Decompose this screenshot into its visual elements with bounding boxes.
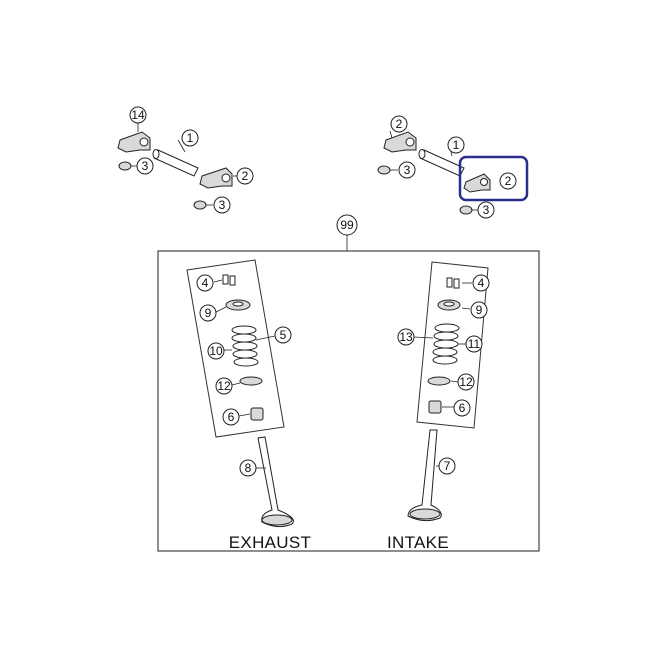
callout-3-left-lower: 3 bbox=[213, 196, 231, 214]
svg-text:12: 12 bbox=[217, 379, 231, 393]
svg-text:7: 7 bbox=[444, 459, 451, 473]
rocker-shaft-right bbox=[418, 149, 465, 177]
callout-3-right-upper: 3 bbox=[398, 161, 416, 179]
callout-11-intake: 11 bbox=[465, 335, 483, 353]
exhaust-caption: EXHAUST bbox=[229, 533, 311, 552]
rocker-arm-14 bbox=[117, 131, 151, 153]
exhaust-panel: 4 9 5 10 12 6 bbox=[186, 259, 292, 438]
callout-99: 99 bbox=[336, 214, 358, 251]
svg-text:1: 1 bbox=[187, 131, 194, 145]
cap-3-right-upper bbox=[377, 165, 391, 175]
rocker-arm-2-right-upper bbox=[383, 131, 417, 153]
exhaust-spring-seat bbox=[239, 376, 263, 386]
callout-3-right-lower: 3 bbox=[477, 201, 495, 219]
svg-text:1: 1 bbox=[453, 138, 460, 152]
rocker-arm-2-left bbox=[199, 167, 233, 189]
callout-2-left: 2 bbox=[236, 167, 254, 185]
svg-text:3: 3 bbox=[404, 163, 411, 177]
cap-3-left-lower bbox=[193, 200, 207, 210]
svg-text:4: 4 bbox=[202, 276, 209, 290]
callout-6-intake: 6 bbox=[453, 399, 471, 417]
intake-spring bbox=[432, 323, 460, 365]
callout-2-right-highlighted: 2 bbox=[499, 172, 517, 190]
svg-text:9: 9 bbox=[205, 306, 212, 320]
intake-panel: 4 9 13 11 12 6 bbox=[397, 261, 490, 429]
right-rocker-group: 2 1 3 2 3 bbox=[377, 115, 529, 219]
cap-3-left-upper bbox=[118, 161, 132, 171]
callout-6-exhaust: 6 bbox=[222, 408, 240, 426]
valve-assembly-frame bbox=[157, 250, 540, 552]
svg-text:6: 6 bbox=[228, 410, 235, 424]
callout-14-left: 14 bbox=[129, 106, 147, 124]
callout-1-right: 1 bbox=[447, 136, 465, 154]
cap-3-right-lower bbox=[459, 205, 473, 215]
intake-caption: INTAKE bbox=[387, 533, 449, 552]
callout-3-left-upper: 3 bbox=[136, 157, 154, 175]
svg-text:2: 2 bbox=[242, 169, 249, 183]
svg-text:12: 12 bbox=[459, 375, 473, 389]
exhaust-stem-seal bbox=[250, 407, 264, 421]
intake-valve: 7 bbox=[407, 429, 456, 522]
callout-5-exhaust: 5 bbox=[274, 326, 292, 344]
rocker-arm-2-right-lower bbox=[463, 173, 491, 193]
callout-7-intake: 7 bbox=[438, 457, 456, 475]
svg-text:5: 5 bbox=[280, 328, 287, 342]
highlight-box bbox=[458, 155, 529, 202]
svg-text:99: 99 bbox=[340, 218, 354, 232]
exhaust-keepers bbox=[222, 274, 236, 286]
svg-text:6: 6 bbox=[459, 401, 466, 415]
intake-stem-seal bbox=[428, 400, 442, 414]
svg-text:4: 4 bbox=[478, 276, 485, 290]
svg-text:14: 14 bbox=[131, 108, 145, 122]
svg-text:3: 3 bbox=[483, 203, 490, 217]
callout-1-left: 1 bbox=[181, 129, 199, 147]
svg-text:2: 2 bbox=[505, 174, 512, 188]
callout-13-intake: 13 bbox=[397, 328, 415, 346]
svg-text:10: 10 bbox=[209, 344, 223, 358]
svg-text:2: 2 bbox=[396, 117, 403, 131]
rocker-shaft-left bbox=[152, 149, 199, 177]
svg-text:3: 3 bbox=[219, 198, 226, 212]
exhaust-valve: 8 bbox=[239, 436, 294, 528]
callout-10-exhaust: 10 bbox=[207, 342, 225, 360]
intake-spring-seat bbox=[427, 376, 451, 386]
callout-4-intake: 4 bbox=[472, 274, 490, 292]
callout-12-intake: 12 bbox=[457, 373, 475, 391]
svg-text:3: 3 bbox=[142, 159, 149, 173]
svg-text:8: 8 bbox=[245, 461, 252, 475]
callout-4-exhaust: 4 bbox=[196, 274, 214, 292]
callout-12-exhaust: 12 bbox=[215, 377, 233, 395]
left-rocker-group: 14 1 3 2 3 bbox=[117, 106, 254, 214]
svg-text:11: 11 bbox=[468, 337, 481, 351]
exhaust-spring bbox=[231, 325, 259, 367]
callout-9-intake: 9 bbox=[470, 301, 488, 319]
svg-text:9: 9 bbox=[476, 303, 483, 317]
intake-keepers bbox=[446, 277, 460, 289]
svg-text:13: 13 bbox=[399, 330, 413, 344]
callout-8-exhaust: 8 bbox=[239, 459, 257, 477]
callout-2-right-upper: 2 bbox=[390, 115, 408, 133]
callout-9-exhaust: 9 bbox=[199, 304, 217, 322]
